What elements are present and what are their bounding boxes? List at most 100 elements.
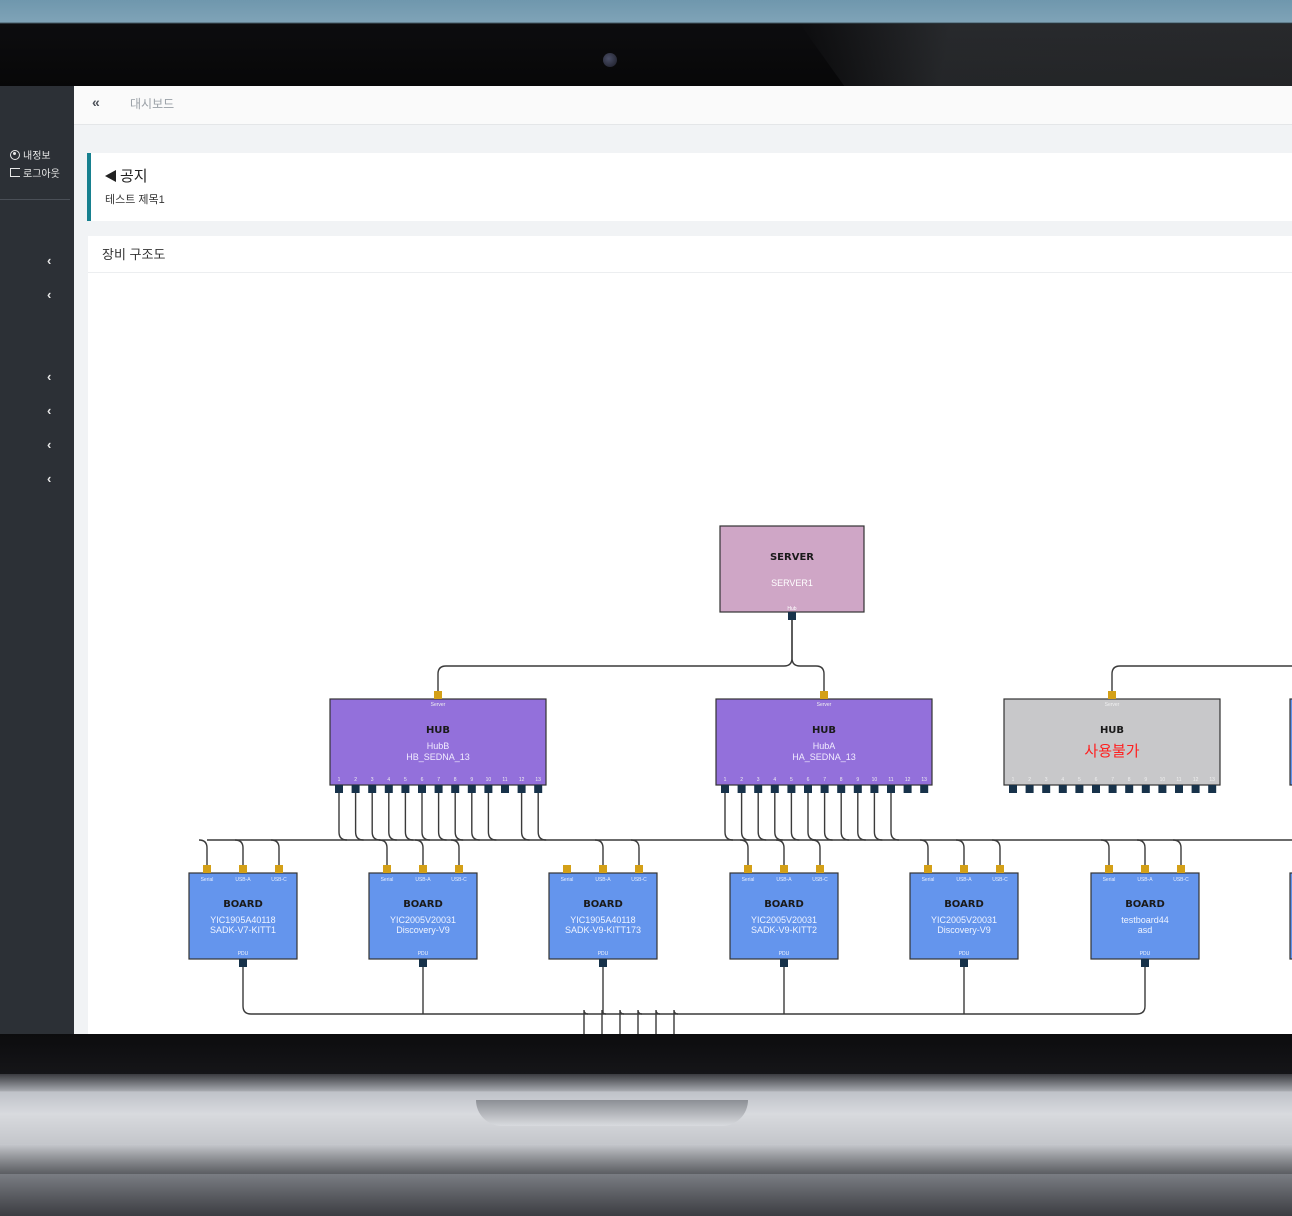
board-pdu-port[interactable] (239, 959, 247, 967)
breadcrumb[interactable]: 대시보드 (130, 97, 175, 111)
hub-usb-port[interactable] (721, 785, 729, 793)
board-port[interactable] (599, 865, 607, 873)
hub-usb-port[interactable] (434, 785, 443, 793)
hub-usb-port[interactable] (1125, 785, 1134, 793)
server-box[interactable] (719, 525, 865, 613)
hub-usb-port[interactable] (501, 785, 509, 793)
board-port[interactable] (1177, 865, 1185, 873)
board-port[interactable] (744, 865, 752, 873)
sidebar-chevron-icon[interactable]: ‹ (47, 253, 52, 268)
hub-usb-port[interactable] (351, 785, 360, 793)
hub-server-port[interactable] (1108, 691, 1116, 699)
board-pdu-port[interactable] (419, 959, 427, 967)
hub-usb-port[interactable] (804, 785, 812, 793)
board-pdu-port[interactable] (960, 959, 968, 967)
hub-usb-port[interactable] (837, 785, 846, 793)
board-port[interactable] (455, 865, 463, 873)
board-port[interactable] (996, 865, 1004, 873)
board-port[interactable] (816, 865, 824, 873)
hub-server-port[interactable] (434, 691, 442, 699)
board-port[interactable] (780, 865, 788, 873)
board-port[interactable] (239, 865, 247, 873)
connection-line (583, 1009, 589, 1034)
hub-usb-port[interactable] (1058, 785, 1067, 793)
hub-usb-port[interactable] (853, 785, 862, 793)
hub-usb-port[interactable] (903, 785, 912, 793)
hub-box[interactable] (715, 698, 933, 786)
connection-line (378, 839, 388, 865)
server-hub-port[interactable] (788, 612, 796, 620)
connection-line (454, 793, 464, 841)
collapse-sidebar-icon[interactable]: « (92, 94, 100, 110)
board-pdu-port[interactable] (599, 959, 607, 967)
hub-usb-port[interactable] (467, 785, 476, 793)
sidebar-chevron-icon[interactable]: ‹ (47, 471, 52, 486)
hub-box[interactable] (1003, 698, 1221, 786)
hub-usb-port[interactable] (770, 785, 779, 793)
hub-usb-port[interactable] (737, 785, 746, 793)
notice-title: 공지 (105, 165, 148, 186)
hub-usb-port[interactable] (1025, 785, 1034, 793)
hub-server-port[interactable] (820, 691, 828, 699)
hub-usb-port[interactable] (920, 785, 929, 793)
hub-usb-port[interactable] (1175, 785, 1183, 793)
hub-usb-port[interactable] (484, 785, 493, 793)
board-box[interactable] (1090, 872, 1200, 960)
hub-usb-port[interactable] (1191, 785, 1200, 793)
board-port[interactable] (275, 865, 283, 873)
board-port[interactable] (419, 865, 427, 873)
sidebar-chevron-icon[interactable]: ‹ (47, 403, 52, 418)
board-port[interactable] (383, 865, 391, 873)
hub-usb-port[interactable] (754, 785, 763, 793)
hub-usb-port[interactable] (787, 785, 796, 793)
board-pdu-port[interactable] (780, 959, 788, 967)
hub-usb-port[interactable] (1158, 785, 1167, 793)
sidebar-chevron-icon[interactable]: ‹ (47, 369, 52, 384)
hub-usb-port[interactable] (1075, 785, 1084, 793)
hub-port-number: 12 (1193, 777, 1199, 783)
hub-usb-port[interactable] (870, 785, 879, 793)
hub-port-number: 7 (823, 777, 826, 783)
board-port[interactable] (203, 865, 211, 873)
logout-link[interactable]: 로그아웃 (10, 165, 60, 180)
board-port[interactable] (960, 865, 968, 873)
hub-usb-port[interactable] (1108, 785, 1117, 793)
hub-usb-port[interactable] (887, 785, 895, 793)
hub-usb-port[interactable] (451, 785, 460, 793)
hub-usb-port[interactable] (335, 785, 343, 793)
sidebar-chevron-icon[interactable]: ‹ (47, 437, 52, 452)
notice-item[interactable]: 테스트 제목1 (105, 194, 165, 206)
hub-usb-port[interactable] (384, 785, 393, 793)
board-pdu-port[interactable] (1141, 959, 1149, 967)
hub-usb-port[interactable] (820, 785, 829, 793)
hub-usb-port[interactable] (534, 785, 543, 793)
sidebar-chevron-icon[interactable]: ‹ (47, 287, 52, 302)
hub-usb-port[interactable] (1208, 785, 1217, 793)
board-box[interactable] (909, 872, 1019, 960)
board-port[interactable] (563, 865, 571, 873)
board-port[interactable] (1105, 865, 1113, 873)
hub-usb-port[interactable] (1042, 785, 1051, 793)
hub-usb-port[interactable] (401, 785, 410, 793)
hub-usb-port[interactable] (368, 785, 377, 793)
hub-usb-port[interactable] (1009, 785, 1017, 793)
board-port[interactable] (1141, 865, 1149, 873)
hub-usb-port[interactable] (517, 785, 526, 793)
user-icon (10, 149, 20, 160)
hub-usb-port[interactable] (418, 785, 426, 793)
board-port[interactable] (924, 865, 932, 873)
my-info-link[interactable]: 내정보 (10, 147, 51, 162)
hub-usb-port[interactable] (1141, 785, 1150, 793)
hub-usb-port[interactable] (1092, 785, 1100, 793)
board-port[interactable] (635, 865, 643, 873)
